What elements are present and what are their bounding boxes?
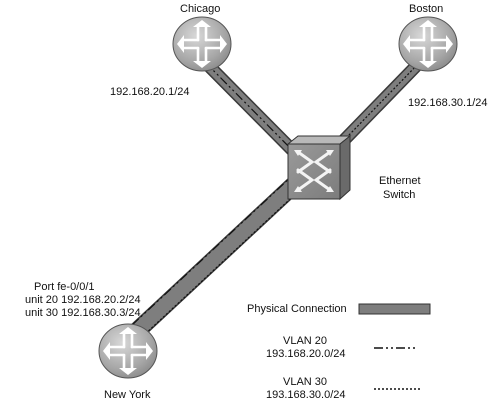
switch-label-line1: Ethernet <box>379 175 421 187</box>
legend-vlan30-subnet: 193.168.30.0/24 <box>266 389 346 401</box>
switch-label-line2: Switch <box>383 189 416 201</box>
router-newyork-icon <box>98 323 158 379</box>
chicago-label: Chicago <box>180 3 221 15</box>
boston-ip-label: 192.168.30.1/24 <box>408 97 488 109</box>
newyork-port-label: Port fe-0/0/1 <box>34 281 95 293</box>
legend-physical-swatch <box>358 303 431 315</box>
legend-vlan20-subnet: 193.168.20.0/24 <box>266 348 346 360</box>
legend-physical-label: Physical Connection <box>247 303 347 315</box>
link-newyork-switch <box>115 161 319 352</box>
newyork-label: New York <box>104 389 151 401</box>
ethernet-switch-icon <box>286 134 352 201</box>
legend-vlan30-name: VLAN 30 <box>283 376 328 388</box>
chicago-ip-label: 192.168.20.1/24 <box>110 86 190 98</box>
newyork-unit20-label: unit 20 192.168.20.2/24 <box>25 294 141 306</box>
newyork-unit30-label: unit 30 192.168.30.3/24 <box>25 307 141 319</box>
legend-vlan20-name: VLAN 20 <box>283 335 328 347</box>
router-boston-icon <box>398 16 458 72</box>
router-chicago-icon <box>172 16 232 72</box>
boston-label: Boston <box>409 3 444 15</box>
